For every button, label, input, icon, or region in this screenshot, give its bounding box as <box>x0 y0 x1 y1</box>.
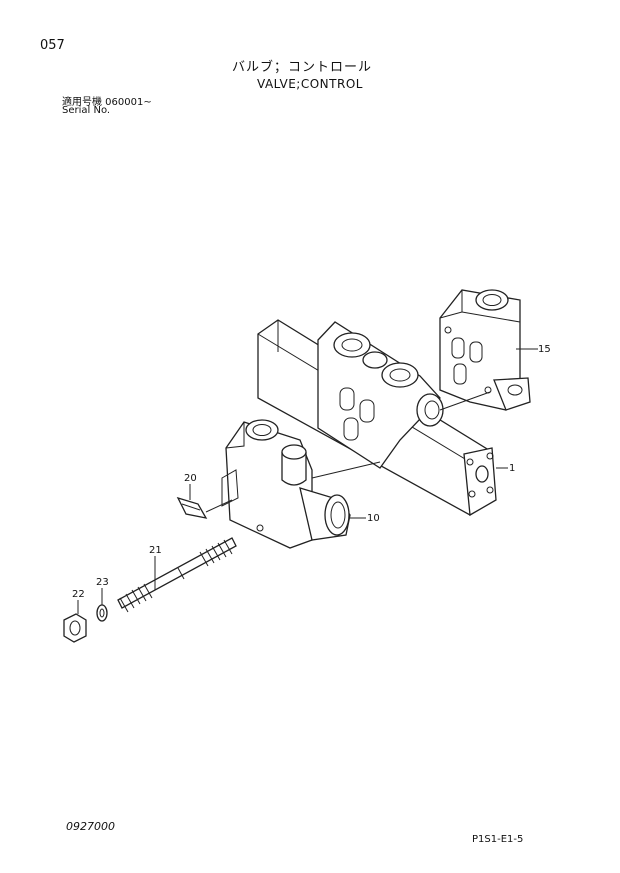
leader-lines <box>77 348 538 614</box>
title-japanese: バルブ；コントロール <box>232 60 373 75</box>
callout-15: 15 <box>538 344 551 355</box>
callout-23: 23 <box>96 577 109 588</box>
part-22-nut <box>63 613 87 643</box>
part-23-washer <box>96 604 108 622</box>
callout-labels: 15 1 10 20 21 23 22 <box>72 344 551 600</box>
title-english: VALVE;CONTROL <box>257 77 363 91</box>
part-10-inlet-block <box>221 419 351 549</box>
callout-20: 20 <box>184 473 197 484</box>
part-20-plate <box>176 496 208 519</box>
callout-21: 21 <box>149 545 162 556</box>
callout-1: 1 <box>509 463 515 474</box>
document-number: 0927000 <box>66 820 115 833</box>
callout-22: 22 <box>72 589 85 600</box>
serial-label-english: Serial No. <box>62 105 111 116</box>
callout-10: 10 <box>367 513 380 524</box>
part-1-valve-body <box>257 319 497 517</box>
page-number: 057 <box>40 38 65 53</box>
serial-label-japanese: 適用号機 060001~ <box>62 97 152 108</box>
part-15-end-block <box>439 289 531 411</box>
reference-code: P1S1-E1-5 <box>472 834 524 845</box>
assembly-lines <box>205 391 491 513</box>
part-21-tie-bolt <box>117 537 237 613</box>
